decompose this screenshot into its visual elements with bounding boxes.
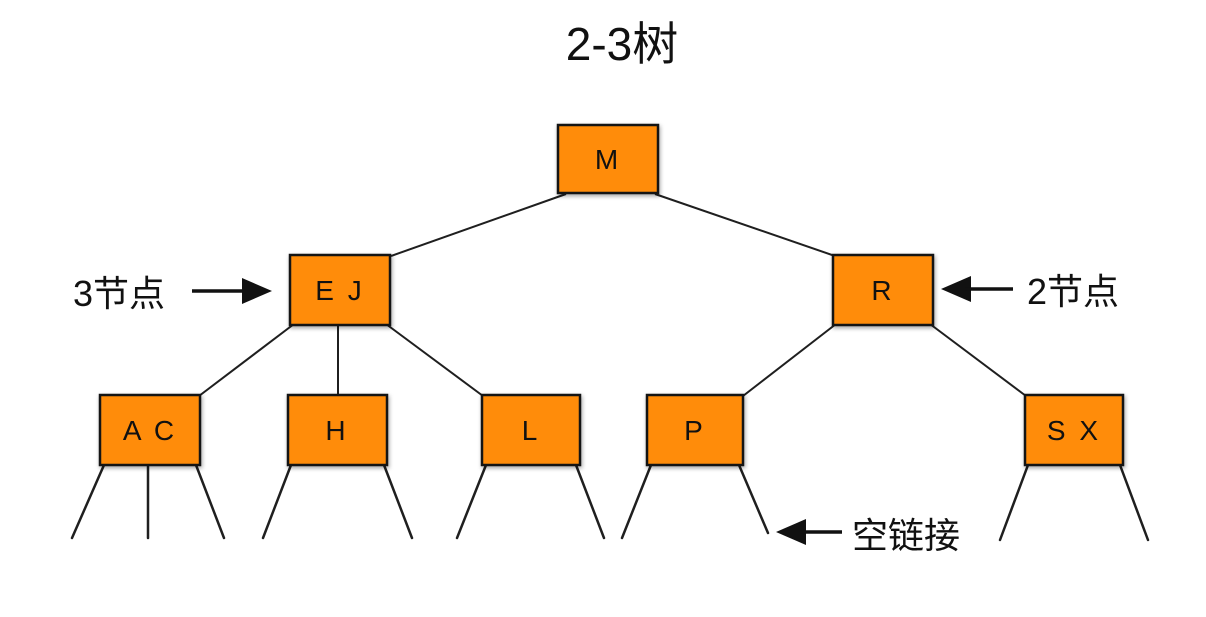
edge-r-p xyxy=(742,323,837,397)
node-label: H xyxy=(325,415,348,446)
node-box xyxy=(286,393,389,467)
node-box xyxy=(556,123,660,195)
node-label: A C xyxy=(123,415,177,446)
tree-node-ac: A C xyxy=(98,393,202,467)
tree-node-m: M xyxy=(556,123,660,195)
edge-m-r xyxy=(654,193,836,257)
tree-node-h: H xyxy=(286,393,389,467)
node-box xyxy=(645,393,745,467)
tree-node-p: P xyxy=(645,393,745,467)
null-link-ac-left xyxy=(70,463,106,540)
edge-m-ej xyxy=(390,193,567,257)
node-label: P xyxy=(684,415,706,446)
null-link-sx-right xyxy=(1118,463,1150,542)
annotation-label: 2节点 xyxy=(1027,271,1119,312)
edge-ej-ac xyxy=(198,323,295,397)
annotation-3-node: 3节点 xyxy=(73,273,272,314)
null-links xyxy=(70,463,1150,542)
null-link-l-left xyxy=(455,463,488,540)
arrow-right-icon xyxy=(242,278,272,304)
null-link-sx-left xyxy=(998,463,1030,542)
tree-edges xyxy=(198,193,1027,397)
node-box xyxy=(1023,393,1125,467)
node-label: L xyxy=(522,415,541,446)
node-box xyxy=(288,253,392,327)
tree-node-sx: S X xyxy=(1023,393,1125,467)
diagram-title: 2-3树 xyxy=(566,18,678,70)
node-box xyxy=(831,253,935,327)
node-label: R xyxy=(871,275,894,306)
edge-r-sx xyxy=(929,323,1027,397)
annotation-label: 空链接 xyxy=(852,515,960,556)
null-link-p-left xyxy=(620,463,653,540)
annotation-2-node: 2节点 xyxy=(941,271,1119,312)
arrow-left-icon xyxy=(941,276,971,302)
tree-node-l: L xyxy=(480,393,582,467)
node-label: M xyxy=(595,144,621,175)
tree-node-ej: E J xyxy=(288,253,392,327)
edge-ej-l xyxy=(385,323,484,397)
null-link-ac-right xyxy=(194,463,226,540)
null-link-h-right xyxy=(382,463,414,540)
annotation-null-link: 空链接 xyxy=(776,515,960,556)
null-link-l-right xyxy=(574,463,606,540)
null-link-h-left xyxy=(261,463,293,540)
arrow-left-icon xyxy=(776,519,806,545)
tree-node-r: R xyxy=(831,253,935,327)
annotation-label: 3节点 xyxy=(73,273,165,314)
null-link-p-right xyxy=(737,463,770,535)
node-label: E J xyxy=(315,275,364,306)
node-box xyxy=(480,393,582,467)
node-box xyxy=(98,393,202,467)
node-label: S X xyxy=(1047,415,1101,446)
